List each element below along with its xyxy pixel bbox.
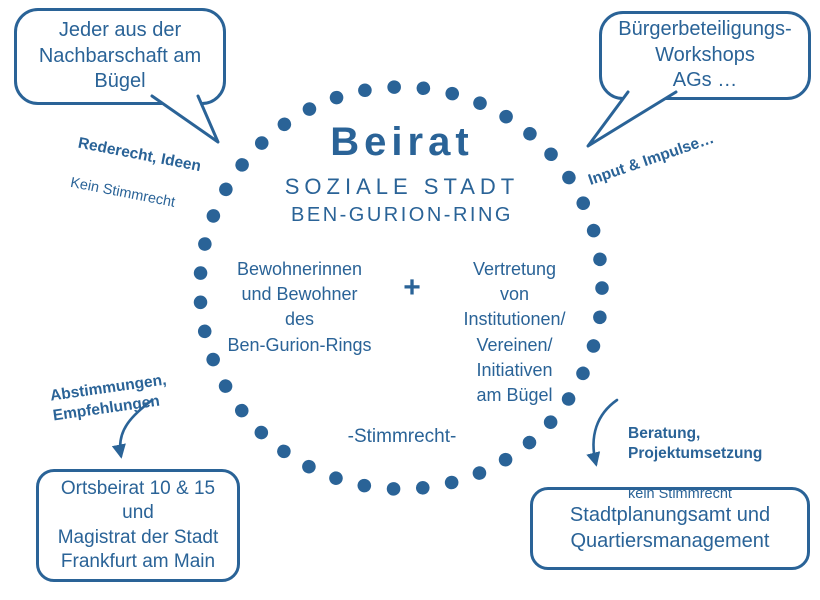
speech-bubble-workshops: Bürgerbeteiligungs- Workshops AGs … xyxy=(599,11,811,100)
caption-bottom-left-bold: Abstimmungen, Empfehlungen xyxy=(49,371,168,425)
box-stadtplanungsamt: Stadtplanungsamt und Quartiersmanagement xyxy=(530,487,810,570)
member-group-institutions: Vertretung von Institutionen/ Vereinen/ … xyxy=(463,259,566,405)
circle-content: Beirat SOZIALE STADT BEN-GURION-RING Bew… xyxy=(204,96,600,448)
caption-top-right: Input & Impulse… xyxy=(579,109,724,210)
member-groups-row: Bewohnerinnen und Bewohner des Ben-Gurio… xyxy=(204,257,600,408)
caption-top-left-regular: Kein Stimmrecht xyxy=(68,174,177,211)
caption-bottom-right: Beratung, Projektumsetzung kein Stimmrec… xyxy=(628,403,762,525)
box-ortsbeirat-magistrat: Ortsbeirat 10 & 15 und Magistrat der Sta… xyxy=(36,469,240,582)
caption-bottom-right-regular: kein Stimmrecht xyxy=(628,485,732,502)
caption-top-right-bold: Input & Impulse… xyxy=(586,129,717,189)
caption-top-left: Rederecht, Ideen Kein Stimmrecht xyxy=(65,113,207,236)
caption-bottom-right-bold: Beratung, Projektumsetzung xyxy=(628,424,763,462)
circle-title: Beirat xyxy=(330,120,474,164)
caption-top-left-bold: Rederecht, Ideen xyxy=(76,134,203,175)
member-group-residents: Bewohnerinnen und Bewohner des Ben-Gurio… xyxy=(227,259,372,355)
plus-sign: + xyxy=(403,271,421,304)
circle-subtitle-line2: BEN-GURION-RING xyxy=(291,204,513,226)
speech-bubble-neighbourhood: Jeder aus der Nachbarschaft am Bügel xyxy=(14,8,226,105)
voting-rights-note: -Stimmrecht- xyxy=(347,426,457,448)
caption-bottom-left: Abstimmungen, Empfehlungen xyxy=(46,350,173,447)
circle-subtitle-line1: SOZIALE STADT xyxy=(284,174,520,199)
